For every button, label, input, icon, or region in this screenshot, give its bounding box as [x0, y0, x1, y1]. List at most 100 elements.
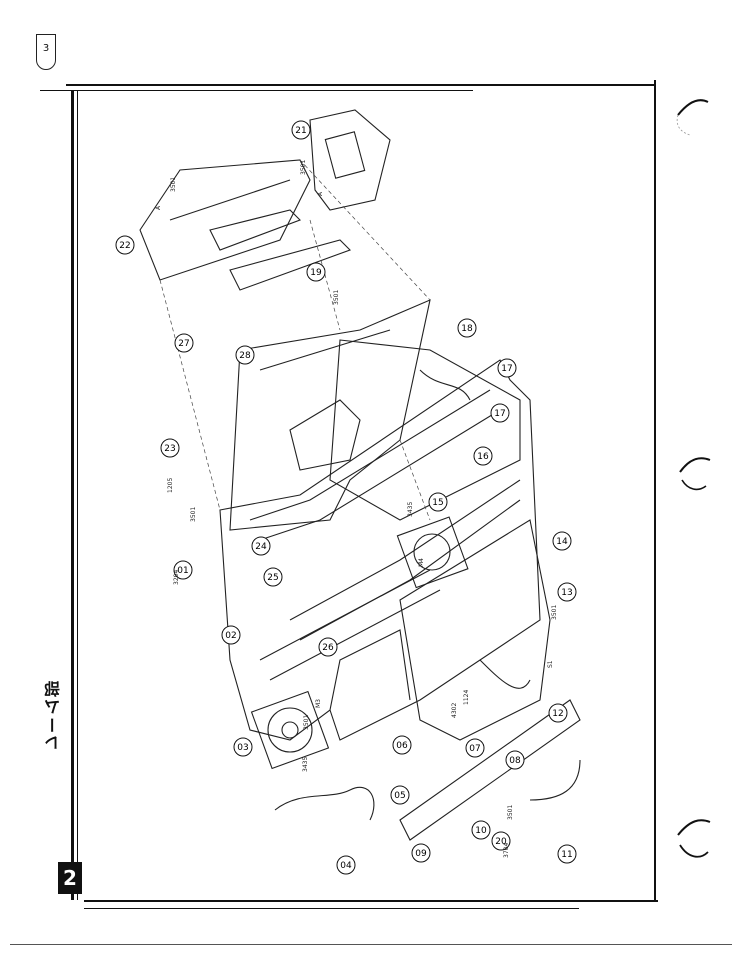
fan-03 [250, 690, 330, 770]
part-code-m4: M4 [418, 558, 425, 567]
callout-09: 09 [411, 843, 431, 863]
callout-05: 05 [390, 785, 410, 805]
callout-03: 03 [233, 737, 253, 757]
part-code-s1: S1 [547, 660, 554, 668]
callout-08: 08 [505, 750, 525, 770]
callout-16: 16 [473, 446, 493, 466]
svg-text:15: 15 [432, 498, 443, 508]
svg-text:09: 09 [415, 849, 427, 859]
callout-10: 10 [471, 820, 491, 840]
part-code-3501: 3501 [333, 290, 340, 305]
svg-text:01: 01 [177, 566, 188, 576]
panel-22 [139, 159, 311, 281]
page-number-tab: 3 [36, 34, 56, 70]
svg-text:25: 25 [267, 573, 278, 583]
callout-19: 19 [306, 262, 326, 282]
svg-text:03: 03 [237, 743, 248, 753]
svg-text:22: 22 [119, 241, 130, 251]
svg-text:23: 23 [164, 444, 175, 454]
part-code-3501: 3501 [170, 177, 177, 192]
svg-text:20: 20 [495, 837, 507, 847]
top-border-line [66, 84, 654, 86]
svg-text:11: 11 [561, 850, 572, 860]
top-border-line-thin [40, 90, 473, 91]
left-border-line-thin [77, 90, 78, 900]
svg-text:16: 16 [477, 452, 489, 462]
svg-text:07: 07 [469, 744, 480, 754]
callout-21: 21 [291, 120, 311, 140]
callout-02: 02 [221, 625, 241, 645]
callout-24: 24 [251, 536, 271, 556]
svg-text:05: 05 [394, 791, 405, 801]
power-cord-04 [274, 786, 375, 821]
cable-14 [479, 659, 531, 689]
bottom-plate-16 [329, 339, 521, 521]
svg-text:28: 28 [239, 351, 251, 361]
right-border-line [654, 80, 656, 900]
svg-text:19: 19 [310, 268, 322, 278]
page-footer-line [10, 944, 732, 945]
control-panel-21 [309, 109, 391, 211]
callout-01: 01 [173, 560, 193, 580]
cable-11 [529, 759, 581, 801]
svg-text:24: 24 [255, 542, 267, 552]
bottom-border-line-thin [84, 908, 579, 909]
callout-25: 25 [263, 567, 283, 587]
part-code-3501: 3501 [551, 605, 558, 620]
plate-23 [289, 399, 361, 471]
callout-12: 12 [548, 703, 568, 723]
svg-text:08: 08 [509, 756, 521, 766]
callout-18: 18 [457, 318, 477, 338]
callout-17b: 17 [490, 403, 510, 423]
part-code-4302: 4302 [451, 703, 458, 718]
svg-text:04: 04 [340, 861, 352, 871]
callout-26: 26 [318, 637, 338, 657]
callout-04: 04 [336, 855, 356, 875]
left-border-line [71, 90, 74, 900]
callout-27: 27 [174, 333, 194, 353]
cable-18 [419, 369, 471, 401]
svg-text:10: 10 [475, 826, 487, 836]
part-code-1205: 1205 [167, 478, 174, 493]
callout-06: 06 [392, 735, 412, 755]
svg-text:21: 21 [295, 126, 306, 136]
binder-marks [676, 99, 711, 858]
callout-13: 13 [557, 582, 577, 602]
svg-text:13: 13 [561, 588, 572, 598]
callout-11: 11 [557, 844, 577, 864]
part-code-a: A [155, 205, 162, 210]
callout-23: 23 [160, 438, 180, 458]
svg-text:26: 26 [322, 643, 334, 653]
svg-text:06: 06 [396, 741, 408, 751]
rear-frame-19 [229, 299, 431, 531]
callout-15: 15 [428, 492, 448, 512]
rail-28 [229, 239, 351, 291]
svg-text:17: 17 [494, 409, 505, 419]
part-code-3204: 3204 [173, 570, 180, 585]
bottom-border-line [84, 900, 658, 902]
side-frame-13 [399, 519, 551, 741]
exploded-parts-diagram: 21 22 27 28 19 23 18 17 17 16 15 14 13 1… [115, 109, 581, 875]
part-code-3501: 3501 [300, 160, 307, 175]
callout-17a: 17 [497, 358, 517, 378]
part-code-3704: 3704 [503, 843, 510, 858]
bar-09 [399, 699, 581, 841]
part-code-a: A [317, 191, 324, 196]
part-code-3501: 3501 [303, 715, 310, 730]
chapter-badge: 2 [58, 862, 82, 894]
svg-text:17: 17 [501, 364, 512, 374]
part-code-3501: 3501 [507, 805, 514, 820]
svg-text:27: 27 [178, 339, 189, 349]
callout-07: 07 [465, 738, 485, 758]
part-code-m3: M3 [315, 699, 322, 708]
callout-28: 28 [235, 345, 255, 365]
section-title: レーム部 [44, 679, 63, 751]
part-code-3435: 3435 [407, 502, 414, 517]
callout-20: 20 [491, 831, 511, 851]
part-code-1124: 1124 [463, 690, 470, 705]
callout-22: 22 [115, 235, 135, 255]
svg-text:18: 18 [461, 324, 473, 334]
svg-text:02: 02 [225, 631, 236, 641]
part-code-3501: 3501 [190, 507, 197, 522]
rail-27 [209, 209, 301, 251]
